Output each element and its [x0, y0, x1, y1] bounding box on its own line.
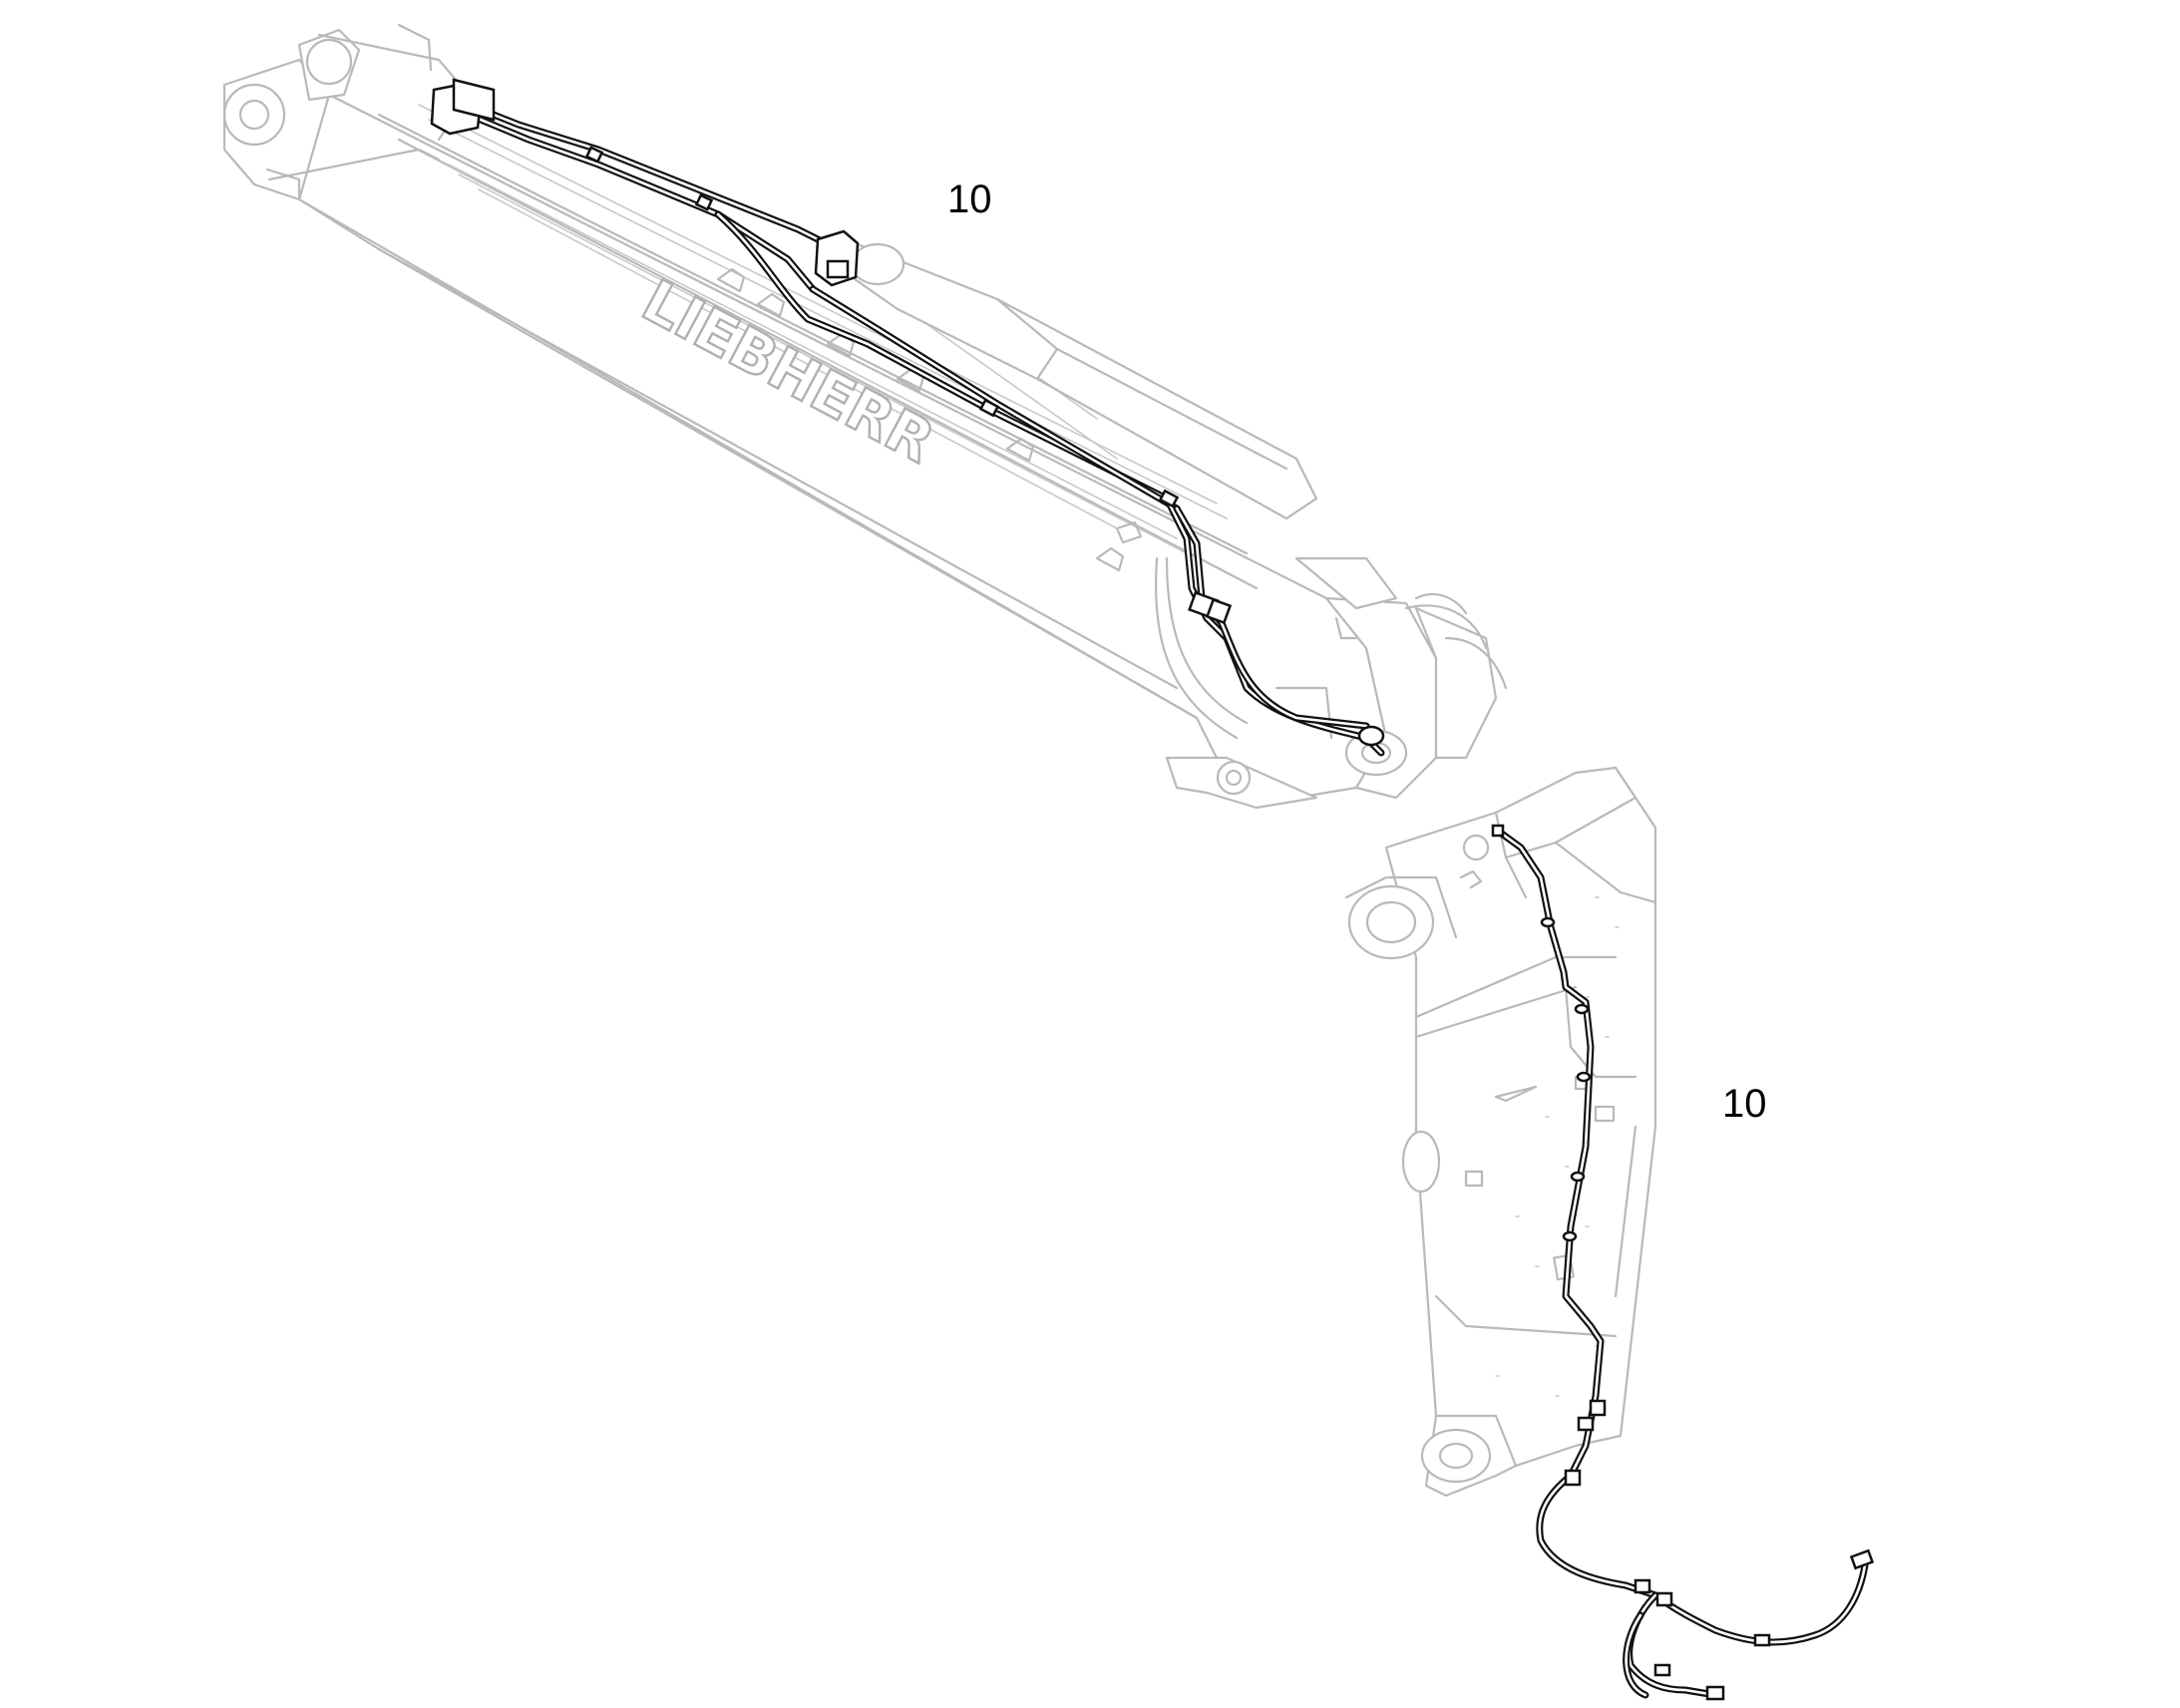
callout-number: 10 [1722, 1082, 1767, 1126]
hose-fittings-boom [1491, 824, 1875, 1701]
hose-fittings-arm [430, 78, 1385, 747]
stick-arm-outline: LIEBHERR [222, 23, 1508, 810]
hose-line-boom [1495, 828, 1869, 1699]
callout-number: 10 [947, 177, 992, 221]
boom-outline [1344, 766, 1657, 1498]
